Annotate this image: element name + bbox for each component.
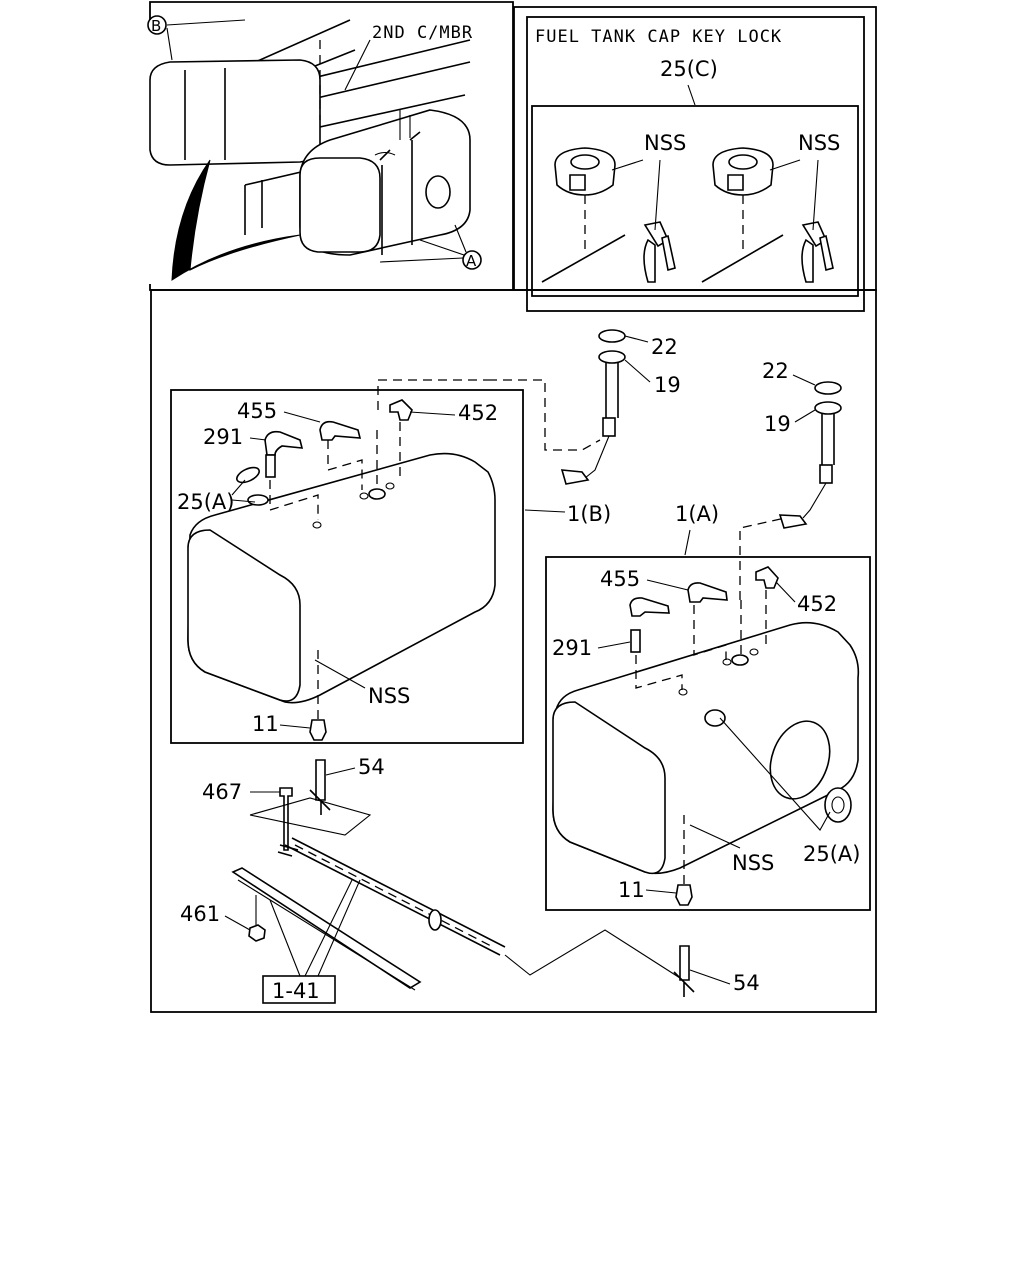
key-lock-box: FUEL TANK CAP KEY LOCK 25(C) NSS NSS <box>513 6 877 312</box>
tank-b-part-22: 22 <box>651 335 678 359</box>
ref-box-1-41[interactable] <box>262 975 336 1004</box>
tank-b-ref: 1(B) <box>567 502 611 526</box>
tank-b-part-25a: 25(A) <box>177 490 234 514</box>
tank-b-part-455: 455 <box>237 399 277 423</box>
overview-inset: B A 2ND C/MBR <box>147 1 514 291</box>
tank-b-part-54: 54 <box>358 755 385 779</box>
lock-cap-right: NSS <box>701 131 840 283</box>
main-frame <box>150 289 877 1013</box>
mount-part-461: 461 <box>180 902 220 926</box>
tank-b-part-452: 452 <box>458 401 498 425</box>
tank-b-part-291: 291 <box>203 425 243 449</box>
callout-b-circle <box>147 15 167 35</box>
tank-a-ref: 1(A) <box>675 502 719 526</box>
tank-a-part-19: 19 <box>764 412 791 436</box>
key-lock-part-ref: 25(C) <box>660 57 718 81</box>
key-lock-title: FUEL TANK CAP KEY LOCK <box>535 27 782 47</box>
tank-b-nss: NSS <box>368 684 410 708</box>
mount-ref-1-41[interactable]: 1-41 <box>272 979 320 1003</box>
tank-a-part-452: 452 <box>797 592 837 616</box>
tank-a-part-291: 291 <box>552 636 592 660</box>
tank-a-part-54: 54 <box>733 971 760 995</box>
lock-cap-left: NSS <box>541 131 686 283</box>
callout-a: A <box>466 252 477 270</box>
callout-b: B <box>151 17 161 35</box>
mount-part-467: 467 <box>202 780 242 804</box>
tank-a-part-22: 22 <box>762 359 789 383</box>
tank-a-assembly: 25(A) 455 452 291 NSS 1(A) 11 <box>545 359 871 997</box>
label-2nd-cmbr: 2ND C/MBR <box>372 23 473 43</box>
tank-a-part-25a: 25(A) <box>803 842 860 866</box>
tank-b-assembly: 455 452 291 25(A) NSS 1(B) 11 22 19 54 <box>170 329 681 815</box>
tank-a-part-11: 11 <box>618 878 645 902</box>
key-lock-nss-right: NSS <box>798 131 840 155</box>
key-lock-nss-left: NSS <box>644 131 686 155</box>
callout-a-circle <box>462 250 482 270</box>
tank-b-part-19: 19 <box>654 373 681 397</box>
tank-a-nss: NSS <box>732 851 774 875</box>
tank-b-part-11: 11 <box>252 712 279 736</box>
tank-a-part-455: 455 <box>600 567 640 591</box>
mounting-bracket-assembly: 467 461 1-41 <box>180 780 681 1004</box>
